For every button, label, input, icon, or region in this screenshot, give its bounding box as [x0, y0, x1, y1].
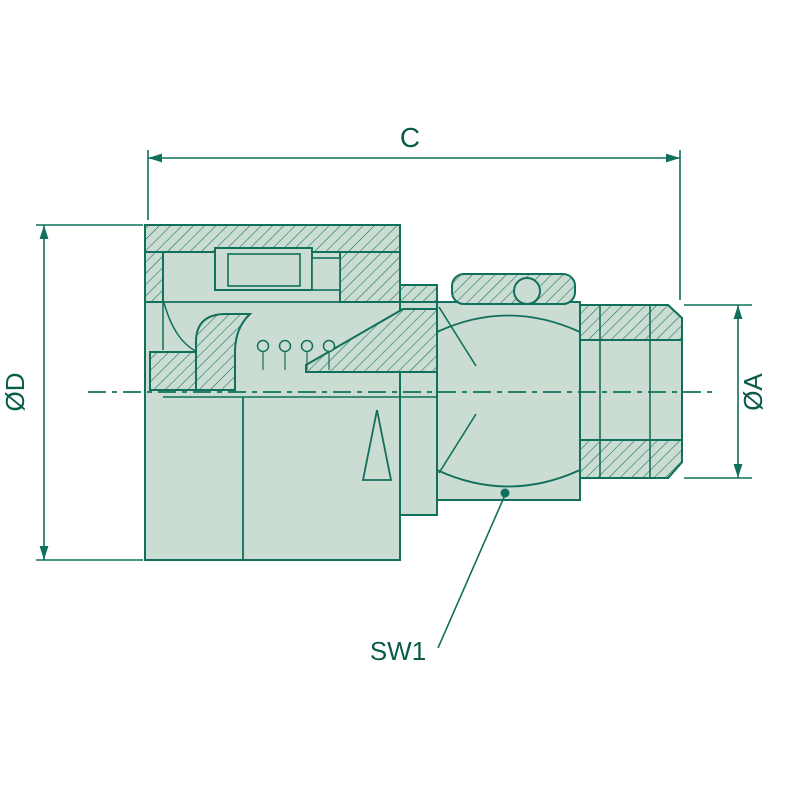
- cone-chamfer-edge: [438, 413, 477, 474]
- leader-dot: [500, 488, 510, 498]
- dimension-d-label: ØD: [0, 373, 30, 412]
- dimension-a-label: ØA: [738, 373, 768, 411]
- sw1-label: SW1: [370, 636, 426, 666]
- sleeve-left-wall-section: [144, 251, 164, 303]
- hex-chamfer-arc-top: [436, 314, 581, 333]
- sw1-callout: SW1: [370, 488, 510, 666]
- sleeve-groove-insert: [227, 253, 301, 287]
- spring-coil: [256, 339, 270, 353]
- leader-line-sw1: [437, 494, 506, 649]
- spring-coil: [300, 339, 314, 353]
- neck-wall-section: [399, 284, 438, 303]
- flow-arrow: [361, 409, 393, 481]
- cone-chamfer-edge: [438, 306, 477, 367]
- spring-coil: [278, 339, 292, 353]
- dimension-a: [684, 304, 752, 479]
- dimension-d: [36, 224, 143, 561]
- poppet-valve-section: [195, 313, 253, 391]
- dimension-c: [147, 150, 681, 300]
- valve-guide-section: [149, 351, 197, 391]
- detent-ball: [513, 277, 541, 305]
- spring-coil: [322, 339, 336, 353]
- dimension-c-label: C: [400, 122, 420, 153]
- valve-guide-curve: [163, 302, 198, 353]
- valve-seat-cone-section: [305, 308, 438, 373]
- stud-bottom-thread-section: [579, 439, 683, 479]
- stud-top-thread-section: [579, 304, 683, 341]
- hex-nut: [436, 301, 581, 501]
- hex-chamfer-arc-bottom: [436, 469, 581, 488]
- lock-ring-pocket: [311, 257, 341, 291]
- body-shoulder-section: [339, 251, 401, 303]
